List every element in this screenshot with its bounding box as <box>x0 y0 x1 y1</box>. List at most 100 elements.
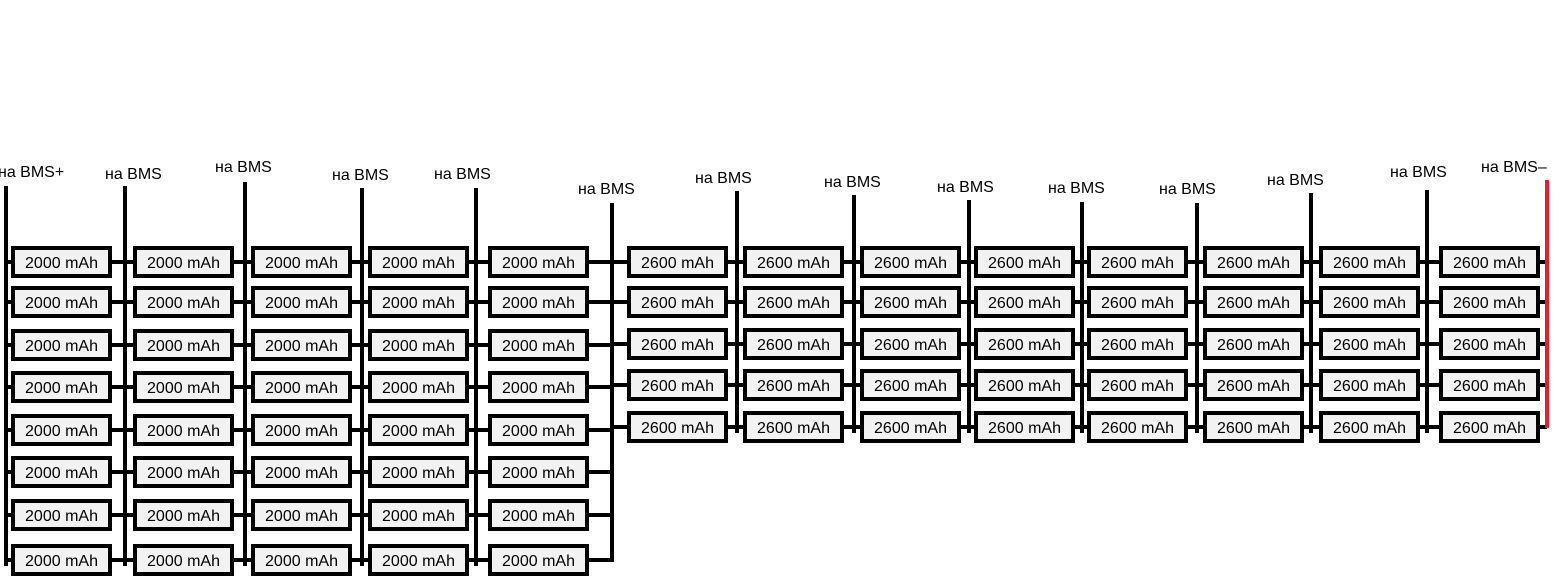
battery-cell <box>1203 369 1304 401</box>
battery-cell-capacity: 2600 mAh <box>1217 295 1290 312</box>
battery-cell-capacity: 2000 mAh <box>382 465 455 482</box>
battery-cell <box>11 246 112 278</box>
cells-layer: 2000 mAh 2000 mAh 2000 mAh 2000 mAh 2000 mAh… <box>11 246 1540 576</box>
battery-cell-capacity: 2600 mAh <box>874 420 947 437</box>
battery-cell <box>133 414 234 446</box>
battery-cell-capacity: 2000 mAh <box>265 295 338 312</box>
battery-cell <box>368 329 469 361</box>
battery-cell <box>133 329 234 361</box>
battery-cell-capacity: 2600 mAh <box>757 378 830 395</box>
battery-cell-capacity: 2000 mAh <box>25 553 98 570</box>
battery-cell-capacity: 2000 mAh <box>147 295 220 312</box>
group-1-bms-label: на BMS+ <box>0 164 64 181</box>
battery-cell <box>1439 286 1540 318</box>
battery-cell-capacity: 2600 mAh <box>641 420 714 437</box>
battery-cell <box>488 456 589 488</box>
battery-cell <box>1439 369 1540 401</box>
battery-cell-capacity: 2600 mAh <box>641 337 714 354</box>
battery-cell <box>11 499 112 531</box>
battery-cell-capacity: 2600 mAh <box>874 255 947 272</box>
battery-cell <box>1087 411 1188 443</box>
battery-cell-capacity: 2000 mAh <box>502 255 575 272</box>
battery-cell-capacity: 2000 mAh <box>382 508 455 525</box>
battery-cell <box>368 544 469 576</box>
battery-cell <box>743 286 844 318</box>
battery-cell <box>133 246 234 278</box>
battery-cell-capacity: 2000 mAh <box>502 380 575 397</box>
battery-cell-capacity: 2600 mAh <box>988 420 1061 437</box>
battery-cell <box>1203 411 1304 443</box>
battery-cell <box>1319 246 1420 278</box>
battery-cell-capacity: 2000 mAh <box>502 338 575 355</box>
group-12-bms-label: на BMS <box>1267 172 1324 189</box>
battery-cell-capacity: 2000 mAh <box>265 508 338 525</box>
battery-cell <box>133 544 234 576</box>
battery-cell <box>251 499 352 531</box>
battery-cell-capacity: 2000 mAh <box>25 508 98 525</box>
battery-cell-capacity: 2000 mAh <box>265 423 338 440</box>
battery-cell-capacity: 2600 mAh <box>1101 337 1174 354</box>
battery-cell <box>974 369 1075 401</box>
battery-cell-capacity: 2000 mAh <box>25 338 98 355</box>
battery-cell-capacity: 2000 mAh <box>265 380 338 397</box>
battery-cell-capacity: 2000 mAh <box>382 380 455 397</box>
group-7-bms-label: на BMS <box>695 170 752 187</box>
battery-cell-capacity: 2000 mAh <box>147 553 220 570</box>
battery-cell <box>368 286 469 318</box>
battery-cell-capacity: 2000 mAh <box>147 338 220 355</box>
battery-cell <box>251 544 352 576</box>
battery-cell <box>368 414 469 446</box>
battery-cell <box>251 371 352 403</box>
battery-cell-capacity: 2600 mAh <box>874 378 947 395</box>
battery-cell <box>133 456 234 488</box>
battery-cell <box>1203 246 1304 278</box>
battery-cell <box>1203 328 1304 360</box>
battery-cell <box>11 414 112 446</box>
battery-cell-capacity: 2600 mAh <box>641 295 714 312</box>
battery-cell <box>743 246 844 278</box>
battery-cell <box>488 414 589 446</box>
battery-cell <box>860 246 961 278</box>
battery-cell <box>368 499 469 531</box>
battery-cell <box>974 411 1075 443</box>
battery-cell <box>251 414 352 446</box>
battery-cell <box>11 329 112 361</box>
battery-cell <box>488 371 589 403</box>
battery-cell-capacity: 2000 mAh <box>502 465 575 482</box>
battery-cell-capacity: 2000 mAh <box>147 255 220 272</box>
battery-cell <box>133 286 234 318</box>
battery-cell-capacity: 2600 mAh <box>1453 337 1526 354</box>
battery-cell <box>1319 411 1420 443</box>
battery-cell-capacity: 2000 mAh <box>265 465 338 482</box>
battery-cell-capacity: 2600 mAh <box>988 255 1061 272</box>
battery-cell-capacity: 2000 mAh <box>25 255 98 272</box>
battery-cell-capacity: 2600 mAh <box>1453 420 1526 437</box>
group-6-bms-label: на BMS <box>578 181 635 198</box>
battery-cell-capacity: 2600 mAh <box>874 295 947 312</box>
group-13-bms-label: на BMS <box>1390 164 1447 181</box>
battery-cell-capacity: 2000 mAh <box>502 508 575 525</box>
battery-cell <box>488 246 589 278</box>
battery-cell-capacity: 2600 mAh <box>1217 378 1290 395</box>
group-10-bms-label: на BMS <box>1048 180 1105 197</box>
battery-cell-capacity: 2000 mAh <box>502 553 575 570</box>
battery-cell <box>860 411 961 443</box>
battery-cell-capacity: 2600 mAh <box>988 378 1061 395</box>
battery-cell-capacity: 2000 mAh <box>502 295 575 312</box>
battery-cell <box>860 286 961 318</box>
battery-cell <box>251 329 352 361</box>
battery-cell-capacity: 2600 mAh <box>1101 255 1174 272</box>
battery-cell-capacity: 2000 mAh <box>25 380 98 397</box>
battery-cell <box>11 286 112 318</box>
battery-cell <box>368 246 469 278</box>
battery-cell <box>251 246 352 278</box>
battery-cell <box>974 328 1075 360</box>
battery-cell-capacity: 2000 mAh <box>265 255 338 272</box>
battery-cell <box>974 286 1075 318</box>
battery-cell-capacity: 2600 mAh <box>1217 420 1290 437</box>
battery-cell <box>488 499 589 531</box>
battery-cell-capacity: 2600 mAh <box>757 295 830 312</box>
battery-cell-capacity: 2000 mAh <box>147 380 220 397</box>
group-5-bms-label: на BMS <box>434 166 491 183</box>
